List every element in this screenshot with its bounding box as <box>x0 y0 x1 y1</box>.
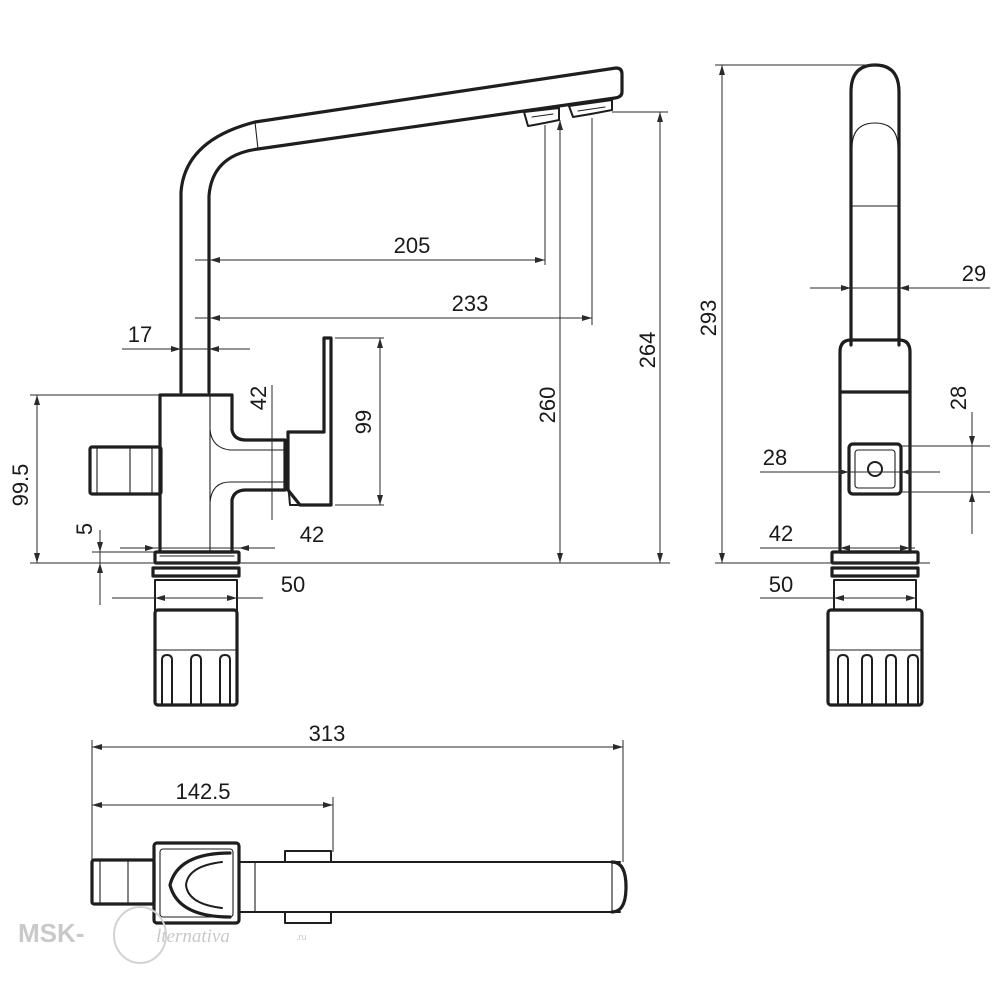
dim-label-42-base: 42 <box>300 522 324 547</box>
dim-label-42-offset: 42 <box>246 386 271 410</box>
mixer-body <box>158 393 287 554</box>
dim-label-28-vertical: 28 <box>946 386 971 410</box>
dim-label-205: 205 <box>394 233 431 258</box>
front-dimension-lines <box>30 111 670 605</box>
dim-label-142-5: 142.5 <box>175 779 230 804</box>
dim-label-264: 264 <box>635 332 660 369</box>
top-outline <box>90 841 628 925</box>
dim-label-293: 293 <box>696 300 721 337</box>
side-dimension-arrows <box>719 65 975 601</box>
dim-label-17: 17 <box>128 322 152 347</box>
side-inlet <box>88 445 163 496</box>
dim-label-29: 29 <box>962 261 986 286</box>
top-view: 313 142.5 <box>90 721 628 925</box>
dim-label-5: 5 <box>72 523 97 535</box>
dim-label-42-side: 42 <box>769 521 793 546</box>
watermark-brand: MSK- <box>18 918 84 948</box>
top-dimension-lines <box>91 740 624 862</box>
side-spout <box>849 63 901 347</box>
dim-label-99: 99 <box>351 410 376 434</box>
dim-label-50: 50 <box>281 572 305 597</box>
lever-handle <box>284 336 333 507</box>
dim-label-28-horizontal: 28 <box>763 445 787 470</box>
dim-label-260: 260 <box>535 387 560 424</box>
dim-label-233: 233 <box>452 291 489 316</box>
dim-label-50-side: 50 <box>769 572 793 597</box>
watermark-logo: MSK- lternativa .ru <box>18 906 307 964</box>
side-base-mount <box>826 550 924 707</box>
dim-label-313: 313 <box>309 721 346 746</box>
side-body <box>838 338 912 554</box>
base-mount <box>151 550 241 707</box>
dim-label-99-5: 99.5 <box>8 464 33 507</box>
front-dimension-arrows <box>34 112 663 601</box>
watermark-script: lternativa <box>156 926 230 947</box>
spout <box>179 66 624 394</box>
top-dimension-arrows <box>92 744 623 808</box>
side-view: 293 29 28 28 42 50 <box>696 63 990 707</box>
watermark-domain: .ru <box>296 932 307 942</box>
front-view: 205 233 17 42 99 260 264 99.5 5 42 50 <box>8 66 670 707</box>
